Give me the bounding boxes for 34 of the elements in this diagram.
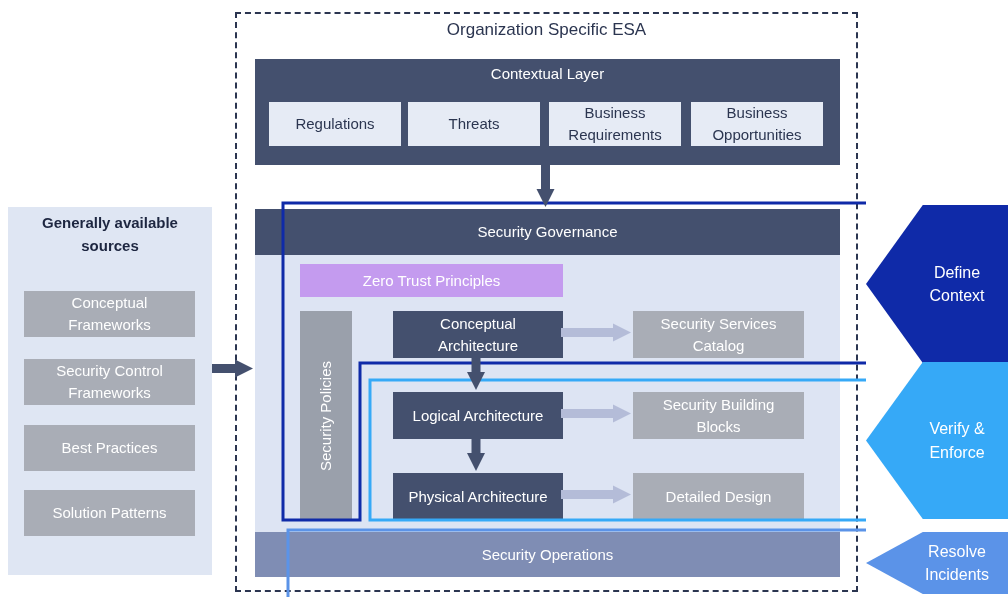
source-box: Conceptual Frameworks [24, 291, 195, 337]
source-box: Solution Patterns [24, 490, 195, 536]
boundary-label: Organization Specific ESA [445, 20, 648, 40]
arrow [467, 356, 485, 390]
panel-heading: Generally available sources [41, 213, 179, 256]
arrow [561, 404, 631, 423]
panel-heading: Security Governance [255, 209, 840, 255]
policy-bar: Security Policies [300, 311, 352, 521]
source-box: Security Control Frameworks [24, 359, 195, 405]
factor-box: Business Requirements [549, 102, 681, 146]
factor-box: Regulations [269, 102, 401, 146]
output-box: Security Services Catalog [633, 311, 804, 358]
architecture-box: Conceptual Architecture [393, 311, 563, 358]
dashed-boundary [235, 12, 858, 592]
output-box: Security Building Blocks [633, 392, 804, 439]
architecture-box: Physical Architecture [393, 473, 563, 520]
chevron-shape: Define Context [866, 205, 1008, 363]
sources-panel [8, 207, 212, 575]
chevron-shape: Resolve Incidents [866, 532, 1008, 594]
factor-box: Threats [408, 102, 540, 146]
source-box: Best Practices [24, 425, 195, 471]
arrow [561, 323, 631, 342]
factor-box: Business Opportunities [691, 102, 823, 146]
arrow [536, 163, 555, 207]
chevron-shape: Verify & Enforce [866, 362, 1008, 519]
layer-heading: Contextual Layer [489, 65, 606, 82]
operations-band: Security Operations [255, 532, 840, 577]
arrow [467, 437, 485, 471]
layer-panel [255, 59, 840, 165]
arrow [561, 485, 631, 504]
architecture-box: Logical Architecture [393, 392, 563, 439]
principle-box: Zero Trust Principles [300, 264, 563, 297]
output-box: Detailed Design [633, 473, 804, 520]
arrow [212, 359, 253, 378]
